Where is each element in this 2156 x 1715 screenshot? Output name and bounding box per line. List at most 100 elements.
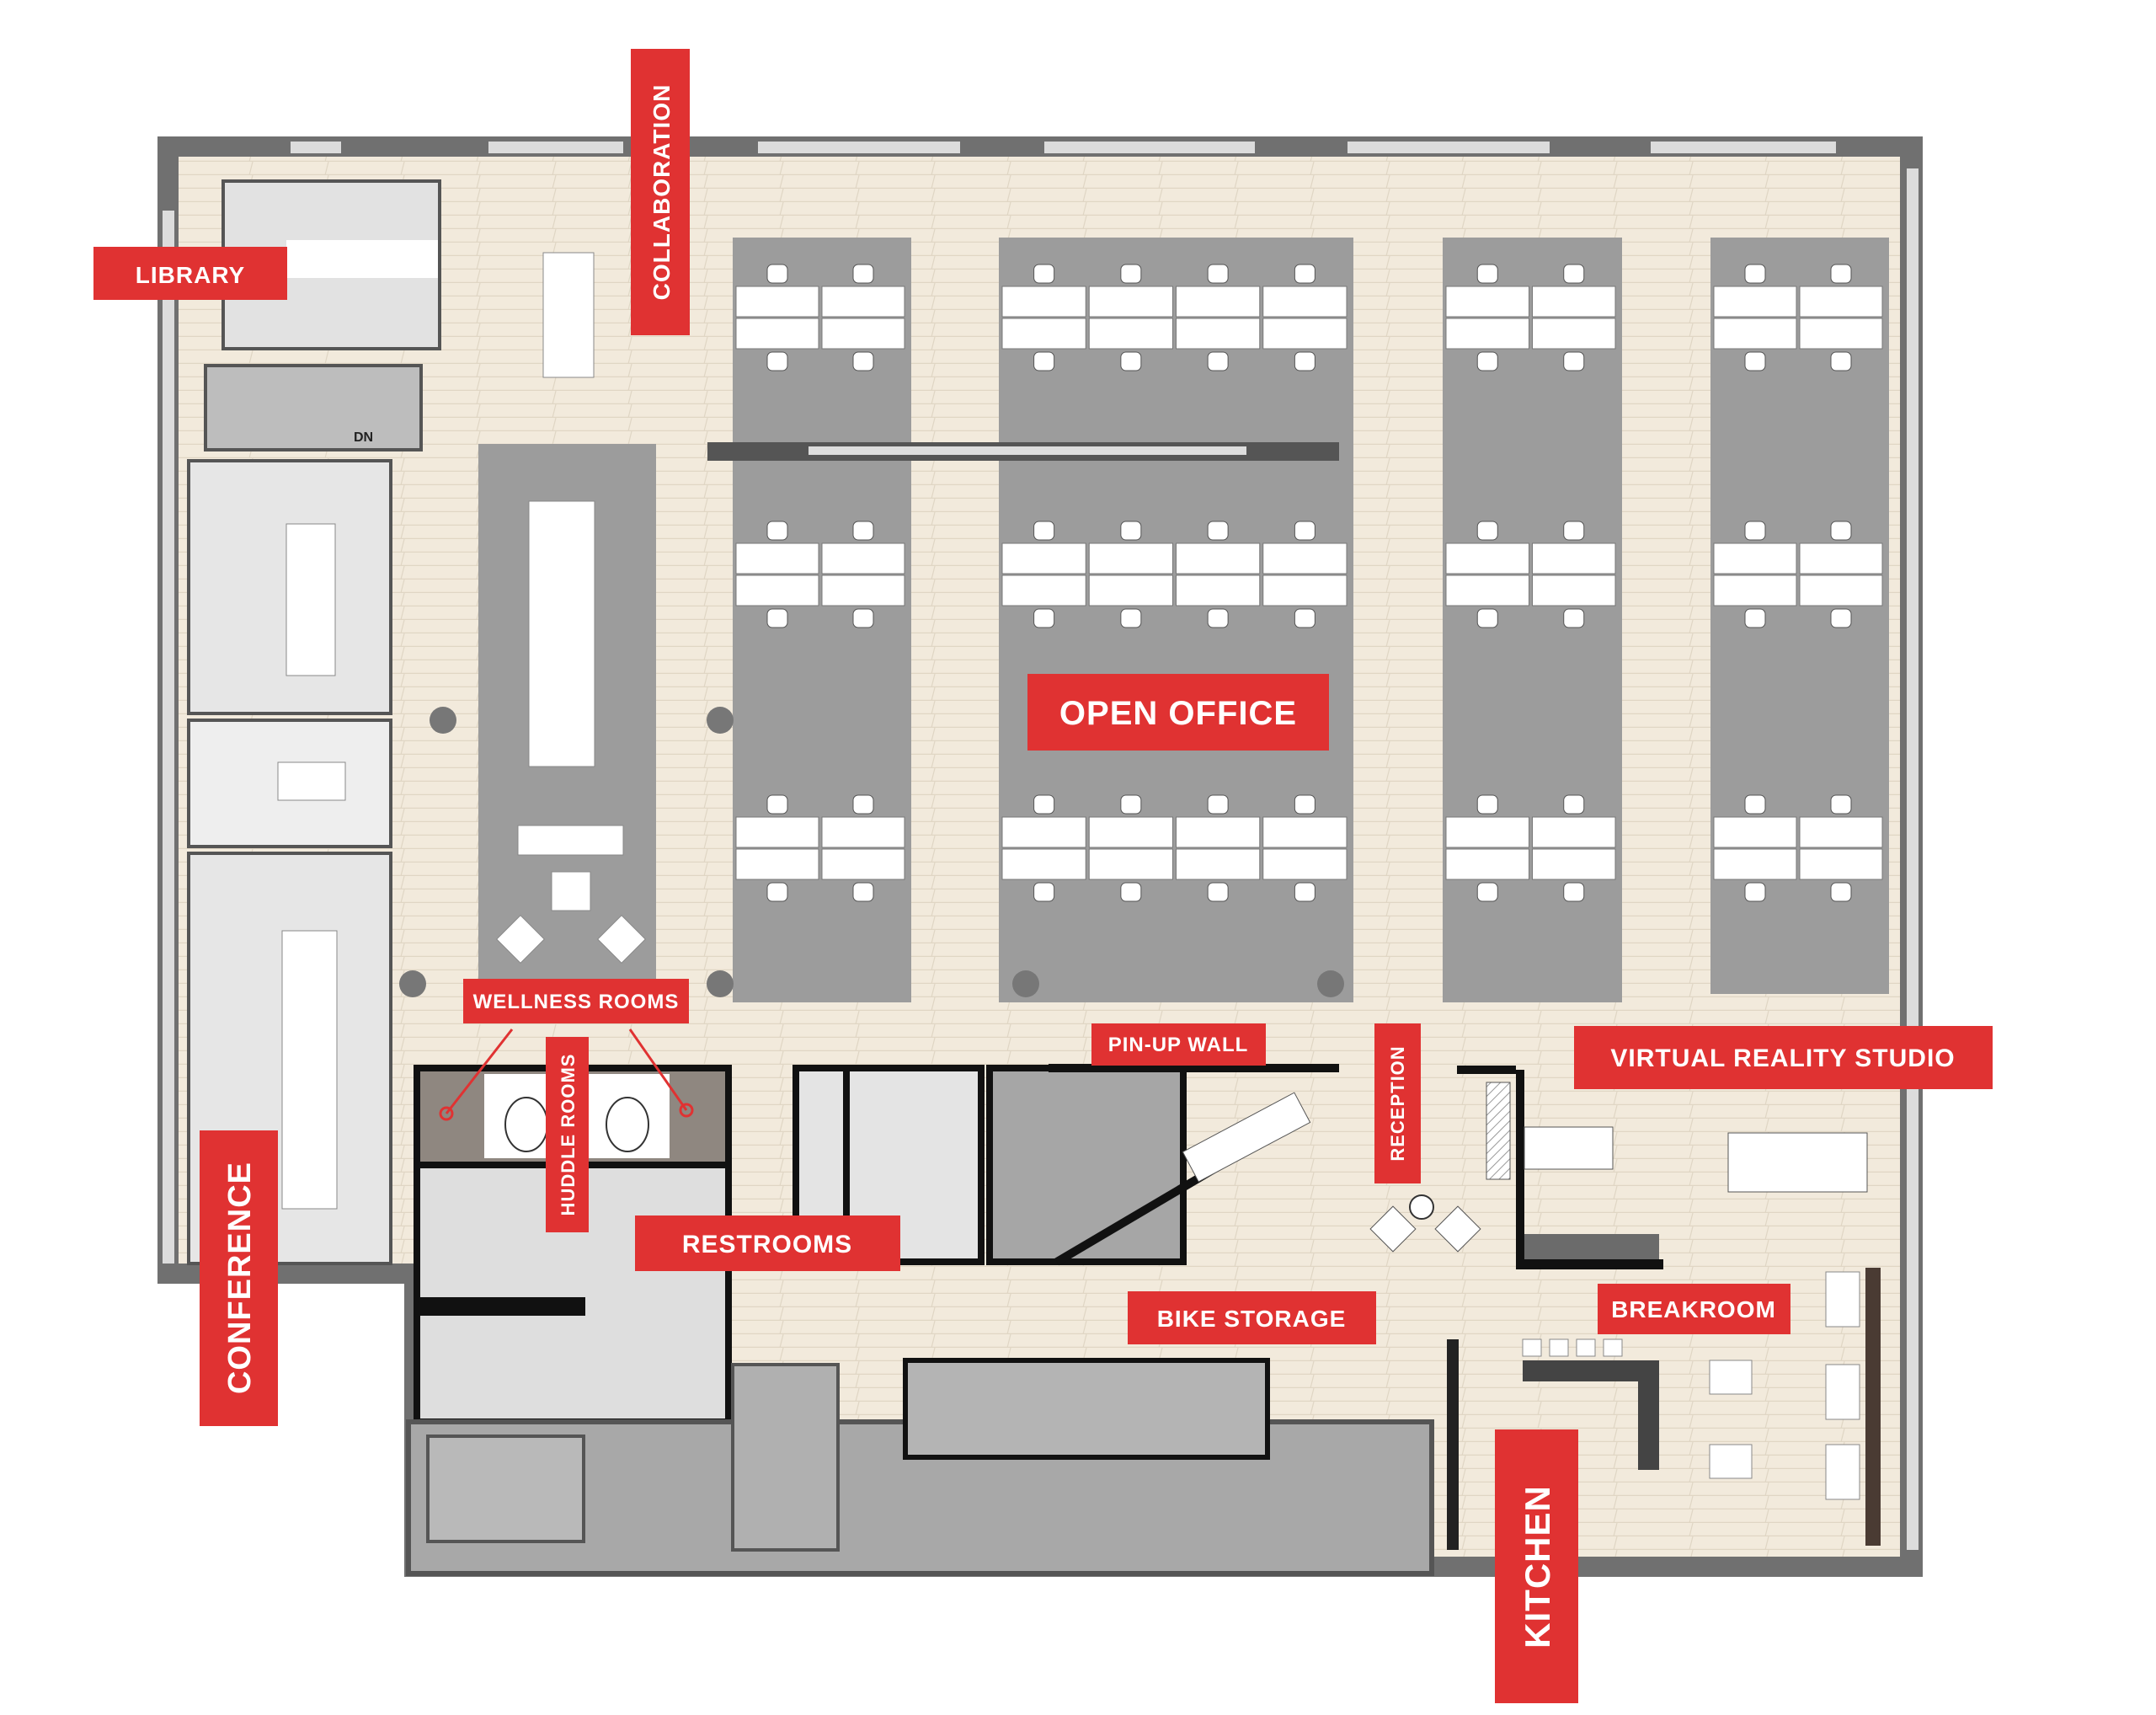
desk-block <box>733 238 911 1002</box>
svg-text:BIKE STORAGE: BIKE STORAGE <box>1157 1306 1347 1332</box>
chair <box>1294 264 1315 284</box>
svg-text:WELLNESS ROOMS: WELLNESS ROOMS <box>473 991 680 1013</box>
desk <box>1001 816 1086 848</box>
chair <box>766 521 788 541</box>
chair <box>1033 351 1055 371</box>
stair-down-mark: DN <box>354 430 373 445</box>
label-reception: RECEPTION <box>1374 1023 1421 1183</box>
chair <box>1207 521 1229 541</box>
desk <box>1799 848 1883 880</box>
chair <box>852 264 874 284</box>
chair <box>1563 794 1585 815</box>
desk <box>1799 542 1883 574</box>
label-virtual-reality-studio: VIRTUAL REALITY STUDIO <box>1574 1026 1993 1089</box>
chair <box>1033 794 1055 815</box>
desk <box>1713 816 1797 848</box>
desk <box>821 816 905 848</box>
desk <box>1088 848 1173 880</box>
column <box>707 970 734 997</box>
chair <box>1294 521 1315 541</box>
desk <box>1713 542 1797 574</box>
desk <box>1176 816 1261 848</box>
chair <box>1830 882 1852 902</box>
desk <box>821 318 905 350</box>
desk <box>1713 318 1797 350</box>
desk <box>1532 816 1616 848</box>
chair <box>1294 794 1315 815</box>
desk <box>1445 542 1529 574</box>
service-rooms <box>406 1358 1434 1576</box>
desk <box>1176 542 1261 574</box>
library-room: DN <box>204 179 441 451</box>
desk <box>1262 848 1348 880</box>
svg-text:RECEPTION: RECEPTION <box>1387 1045 1408 1161</box>
chair <box>1207 882 1229 902</box>
chair <box>766 264 788 284</box>
chair <box>852 521 874 541</box>
svg-text:OPEN OFFICE: OPEN OFFICE <box>1059 695 1297 732</box>
label-pin-up-wall: PIN-UP WALL <box>1091 1023 1266 1066</box>
chair <box>1207 608 1229 628</box>
chair <box>1563 882 1585 902</box>
column <box>1317 970 1344 997</box>
svg-text:KITCHEN: KITCHEN <box>1518 1485 1557 1648</box>
svg-text:HUDDLE ROOMS: HUDDLE ROOMS <box>558 1054 579 1216</box>
svg-text:BREAKROOM: BREAKROOM <box>1611 1296 1776 1322</box>
chair <box>1830 351 1852 371</box>
column <box>430 707 456 734</box>
desk <box>1713 574 1797 606</box>
chair <box>1563 264 1585 284</box>
desk <box>1176 574 1261 606</box>
chair <box>1476 264 1498 284</box>
label-restrooms: RESTROOMS <box>635 1215 900 1271</box>
column <box>707 707 734 734</box>
desk <box>1445 318 1529 350</box>
label-open-office: OPEN OFFICE <box>1027 674 1329 751</box>
desk <box>1799 574 1883 606</box>
chair <box>1120 882 1142 902</box>
chair <box>1744 351 1766 371</box>
chair <box>852 882 874 902</box>
chair <box>1744 882 1766 902</box>
label-collaboration: COLLABORATION <box>631 49 690 335</box>
label-wellness-rooms: WELLNESS ROOMS <box>439 979 694 1121</box>
desk <box>1262 286 1348 318</box>
desk <box>1262 542 1348 574</box>
desk <box>1532 542 1616 574</box>
desk <box>1001 286 1086 318</box>
chair <box>1120 794 1142 815</box>
svg-text:CONFERENCE: CONFERENCE <box>222 1162 258 1394</box>
chair <box>1563 521 1585 541</box>
chair <box>852 351 874 371</box>
desk <box>1445 848 1529 880</box>
desk-block <box>1710 238 1889 994</box>
desk-block <box>1443 238 1622 1002</box>
room-labels: LIBRARY COLLABORATION OPEN OFFICE WELLNE… <box>93 49 1993 1703</box>
collaboration-area <box>478 252 656 984</box>
desk <box>1176 318 1261 350</box>
svg-text:PIN-UP WALL: PIN-UP WALL <box>1108 1034 1249 1056</box>
chair <box>1207 351 1229 371</box>
desk <box>1445 574 1529 606</box>
desk <box>1088 574 1173 606</box>
chair <box>852 794 874 815</box>
desk <box>1001 542 1086 574</box>
chair <box>766 794 788 815</box>
desk <box>821 542 905 574</box>
desk <box>735 542 819 574</box>
desk <box>1713 286 1797 318</box>
chair <box>852 608 874 628</box>
desk <box>1176 848 1261 880</box>
desk <box>1262 816 1348 848</box>
chair <box>766 351 788 371</box>
chair <box>766 882 788 902</box>
chair <box>1294 882 1315 902</box>
desk <box>1088 318 1173 350</box>
chair <box>1120 351 1142 371</box>
column <box>1012 970 1039 997</box>
desk <box>1445 816 1529 848</box>
desk <box>1445 286 1529 318</box>
desk <box>1001 574 1086 606</box>
desk <box>1799 816 1883 848</box>
